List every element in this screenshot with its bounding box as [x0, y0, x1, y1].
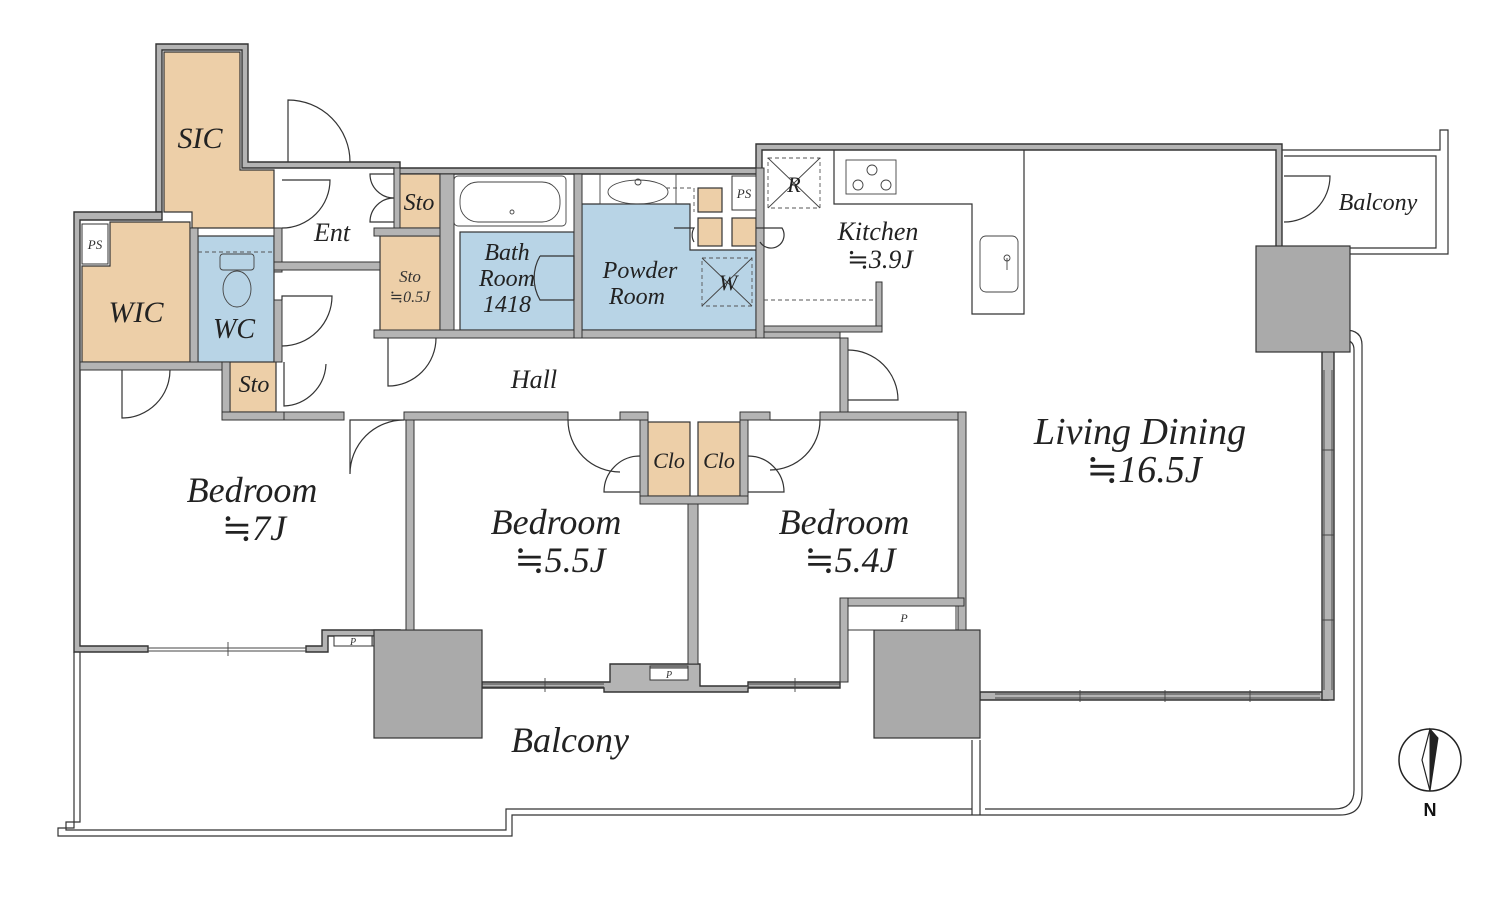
pipe3-label: P — [899, 611, 908, 625]
clo2-label: Clo — [703, 448, 735, 473]
pipe-box-3 — [847, 605, 957, 631]
bedroom2-size: ≒5.5J — [514, 540, 607, 580]
pipe-box-1 — [333, 635, 373, 647]
wc-label: WC — [213, 314, 255, 345]
bedroom1-size: ≒7J — [222, 508, 288, 548]
powder-label-1: Powder — [602, 258, 678, 284]
balcony-living-wrap — [975, 329, 1363, 816]
sink-icon — [599, 173, 677, 205]
balcony-ne — [1278, 129, 1449, 255]
clo2-room — [697, 421, 741, 497]
pipe2-label: P — [665, 670, 672, 681]
sto-small-size: ≒0.5J — [390, 289, 431, 306]
ps-left-box — [81, 223, 109, 265]
balcony-main — [57, 652, 981, 837]
toilet-icon — [198, 251, 274, 308]
kitchen-dashed — [666, 187, 876, 301]
kitchen-size: ≒3.9J — [847, 245, 914, 274]
washer-space-icon — [701, 257, 753, 307]
powder-label-2: Room — [608, 284, 665, 310]
bathtub-icon — [453, 175, 567, 227]
bath-room — [459, 231, 575, 331]
column-2 — [873, 629, 981, 739]
living-label: Living Dining — [1033, 411, 1246, 453]
ps-left-label: PS — [87, 237, 103, 252]
kitchen-label: Kitchen — [837, 217, 919, 246]
bath-label-3: 1418 — [483, 292, 531, 318]
bedroom2-label: Bedroom — [491, 502, 622, 542]
windows — [148, 370, 1334, 702]
ps-kitchen-label: PS — [736, 186, 752, 201]
wc-room — [197, 235, 275, 363]
column-1 — [373, 629, 483, 739]
compass-icon — [1398, 727, 1462, 792]
kitchen-sto-1 — [697, 187, 723, 213]
living-size: ≒16.5J — [1086, 449, 1203, 491]
stove-icon — [845, 159, 897, 195]
clo1-label: Clo — [653, 448, 685, 473]
washer-label: W — [719, 270, 739, 295]
compass-label: N — [1424, 800, 1437, 820]
sic-label: SIC — [178, 122, 224, 155]
bedroom1-label: Bedroom — [187, 470, 318, 510]
ps-kitchen-box — [731, 175, 757, 211]
doors — [121, 99, 1331, 493]
bath-label-2: Room — [478, 266, 535, 292]
sto-small-room — [379, 235, 441, 333]
kitchen-sto-3 — [731, 217, 757, 247]
kitchen-sto-2 — [697, 217, 723, 247]
sto-top-label: Sto — [404, 190, 435, 216]
kitchen-counter — [833, 150, 1025, 315]
bedroom3-size: ≒5.4J — [804, 540, 897, 580]
balcony-ne-label: Balcony — [1339, 190, 1418, 216]
balcony-main-label: Balcony — [511, 720, 629, 760]
pipe1-label: P — [349, 637, 356, 648]
wic-label: WIC — [109, 296, 165, 329]
fridge-space-icon — [767, 157, 821, 209]
column-3 — [1255, 245, 1351, 353]
pipe-box-2 — [649, 667, 689, 681]
ent-label: Ent — [313, 218, 351, 247]
hall-label: Hall — [510, 365, 557, 394]
fridge-label: R — [786, 172, 801, 197]
sto-small-label: Sto — [399, 267, 421, 286]
bath-label-1: Bath — [484, 240, 529, 266]
bedroom3-label: Bedroom — [779, 502, 910, 542]
sto-hall-label: Sto — [239, 372, 270, 398]
